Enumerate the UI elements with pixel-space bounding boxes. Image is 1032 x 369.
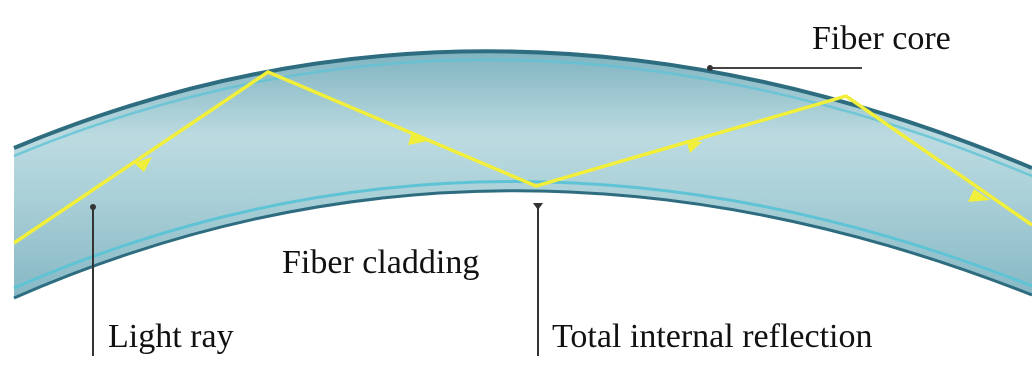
cladding-bottom-inner-edge bbox=[13, 180, 1032, 290]
cladding-top-inner-edge bbox=[13, 58, 1032, 178]
fiber-core-leader-dot bbox=[707, 65, 713, 71]
ray-arrow-2 bbox=[408, 132, 428, 145]
light-ray-leader-dot bbox=[90, 204, 96, 210]
ray-arrow-3 bbox=[686, 140, 702, 153]
light-ray-label: Light ray bbox=[108, 318, 234, 355]
fiber-core-label: Fiber core bbox=[812, 20, 951, 57]
tir-leader-marker bbox=[533, 203, 543, 210]
cladding-top-edge bbox=[13, 49, 1032, 170]
fiber-core-body bbox=[14, 51, 1032, 298]
cladding-bottom-edge bbox=[13, 189, 1032, 300]
ray-arrow-1 bbox=[134, 157, 152, 172]
ray-arrow-4 bbox=[968, 189, 990, 202]
total-internal-reflection-label: Total internal reflection bbox=[552, 318, 873, 355]
light-ray-path bbox=[13, 70, 1032, 245]
fiber-cladding-label: Fiber cladding bbox=[282, 244, 480, 281]
